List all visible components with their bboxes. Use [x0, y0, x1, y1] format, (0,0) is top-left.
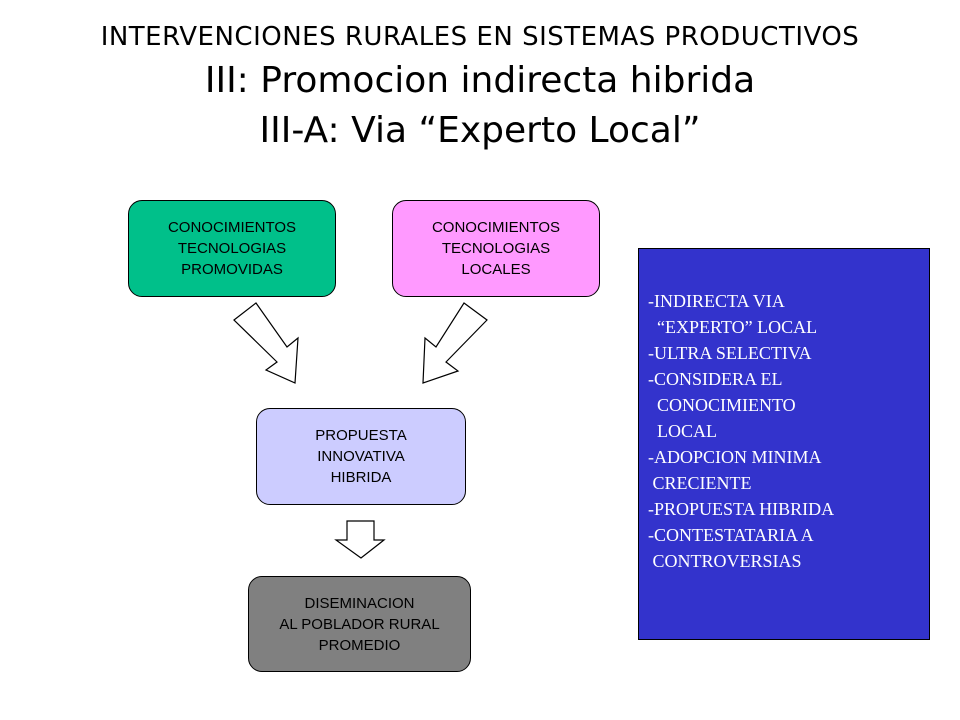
arrow-propuesta-to-diseminacion [334, 520, 386, 559]
box-propuesta-innovativa: PROPUESTA INNOVATIVA HIBRIDA [256, 408, 466, 505]
box-line: PROPUESTA [315, 427, 407, 444]
arrow-locales-to-propuesta [422, 302, 488, 384]
characteristics-panel: -INDIRECTA VIA “EXPERTO” LOCAL -ULTRA SE… [638, 248, 930, 640]
panel-line: -INDIRECTA VIA [648, 291, 785, 311]
box-line: HIBRIDA [330, 469, 392, 486]
panel-line: CONOCIMIENTO [648, 395, 796, 415]
box-conocimientos-locales: CONOCIMIENTOS TECNOLOGIAS LOCALES [392, 200, 600, 297]
panel-line: CONTROVERSIAS [648, 551, 802, 571]
title-line-1: INTERVENCIONES RURALES EN SISTEMAS PRODU… [100, 22, 860, 52]
panel-line: “EXPERTO” LOCAL [648, 317, 818, 337]
panel-line: LOCAL [648, 421, 717, 441]
panel-line: -ULTRA SELECTIVA [648, 343, 812, 363]
panel-line: -ADOPCION MINIMA [648, 447, 822, 467]
box-line: INNOVATIVA [317, 448, 405, 465]
panel-line: -CONTESTATARIA A [648, 525, 814, 545]
panel-line: -CONSIDERA EL [648, 369, 783, 389]
title-line-2: III: Promocion indirecta hibrida [204, 60, 756, 101]
box-line: TECNOLOGIAS [441, 240, 551, 257]
arrow-promovidas-to-propuesta [233, 302, 299, 384]
panel-line: -PROPUESTA HIBRIDA [648, 499, 835, 519]
box-line: TECNOLOGIAS [177, 240, 287, 257]
box-line: CONOCIMIENTOS [167, 219, 297, 236]
box-line: DISEMINACION [304, 594, 415, 612]
box-line: AL POBLADOR RURAL [279, 615, 440, 633]
box-diseminacion: DISEMINACION AL POBLADOR RURAL PROMEDIO [248, 576, 471, 672]
box-line: PROMOVIDAS [181, 261, 283, 278]
box-line: CONOCIMIENTOS [431, 219, 561, 236]
panel-line: CRECIENTE [648, 473, 752, 493]
title-line-3: III-A: Via “Experto Local” [259, 110, 701, 151]
box-line: LOCALES [461, 261, 531, 278]
box-conocimientos-promovidas: CONOCIMIENTOS TECNOLOGIAS PROMOVIDAS [128, 200, 336, 297]
box-line: PROMEDIO [318, 636, 401, 654]
